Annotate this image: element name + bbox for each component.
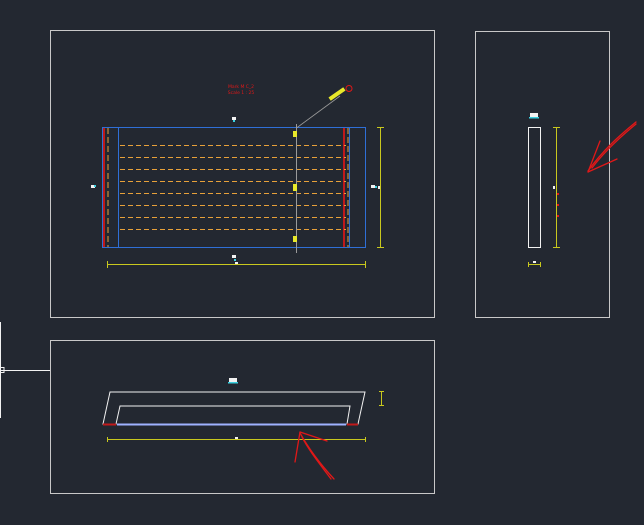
view-title-mark: Mark M C_2 xyxy=(228,84,254,90)
viewport-plan[interactable]: Mark M C_2 Scale 1 : 25 xyxy=(50,30,435,318)
plan-label-top[interactable] xyxy=(232,117,236,122)
side-dimension-horizontal[interactable] xyxy=(528,262,541,267)
plan-dimension-horizontal-text xyxy=(235,262,238,264)
side-dimension-horizontal-text xyxy=(533,261,536,263)
leader-tag[interactable] xyxy=(328,85,353,101)
elevation-dimension-vertical[interactable] xyxy=(379,391,384,406)
red-arrow-annotation-elevation xyxy=(294,431,335,480)
side-dimension-vertical[interactable] xyxy=(553,127,560,248)
elevation-dimension-horizontal-text xyxy=(235,437,238,439)
plan-dimension-vertical-text xyxy=(378,186,380,189)
viewport-elevation-border xyxy=(50,340,435,494)
side-outline xyxy=(528,127,541,248)
plan-hidden-lines xyxy=(120,145,346,230)
plan-outline xyxy=(102,127,366,248)
section-marker-top[interactable] xyxy=(293,131,297,137)
red-arrow-annotation-side xyxy=(587,121,637,173)
side-dimension-ticks xyxy=(557,193,559,217)
leader-tag-circle xyxy=(345,85,353,92)
side-dimension-text xyxy=(553,186,555,189)
leader-line xyxy=(296,95,341,129)
side-label-top[interactable] xyxy=(529,113,539,119)
viewport-plan-border xyxy=(50,30,435,318)
elevation-frame-outline xyxy=(102,391,366,425)
section-marker-mid[interactable] xyxy=(293,184,297,191)
plan-label-right[interactable] xyxy=(371,185,377,188)
viewport-elevation[interactable] xyxy=(50,340,435,494)
leader-tag-body xyxy=(328,87,346,101)
section-marker-bottom[interactable] xyxy=(293,236,297,242)
viewport-side[interactable] xyxy=(475,31,637,318)
left-edge-grip[interactable] xyxy=(0,367,5,373)
plan-dimension-vertical[interactable] xyxy=(377,127,384,248)
plan-label-bottom[interactable] xyxy=(232,255,236,261)
plan-dimension-horizontal[interactable] xyxy=(107,261,366,268)
left-edge-widget[interactable] xyxy=(0,322,50,418)
plan-label-left[interactable] xyxy=(91,185,96,188)
viewport-side-border xyxy=(475,31,610,318)
elevation-label-top[interactable] xyxy=(228,378,238,384)
view-title-scale: Scale 1 : 25 xyxy=(228,90,255,96)
